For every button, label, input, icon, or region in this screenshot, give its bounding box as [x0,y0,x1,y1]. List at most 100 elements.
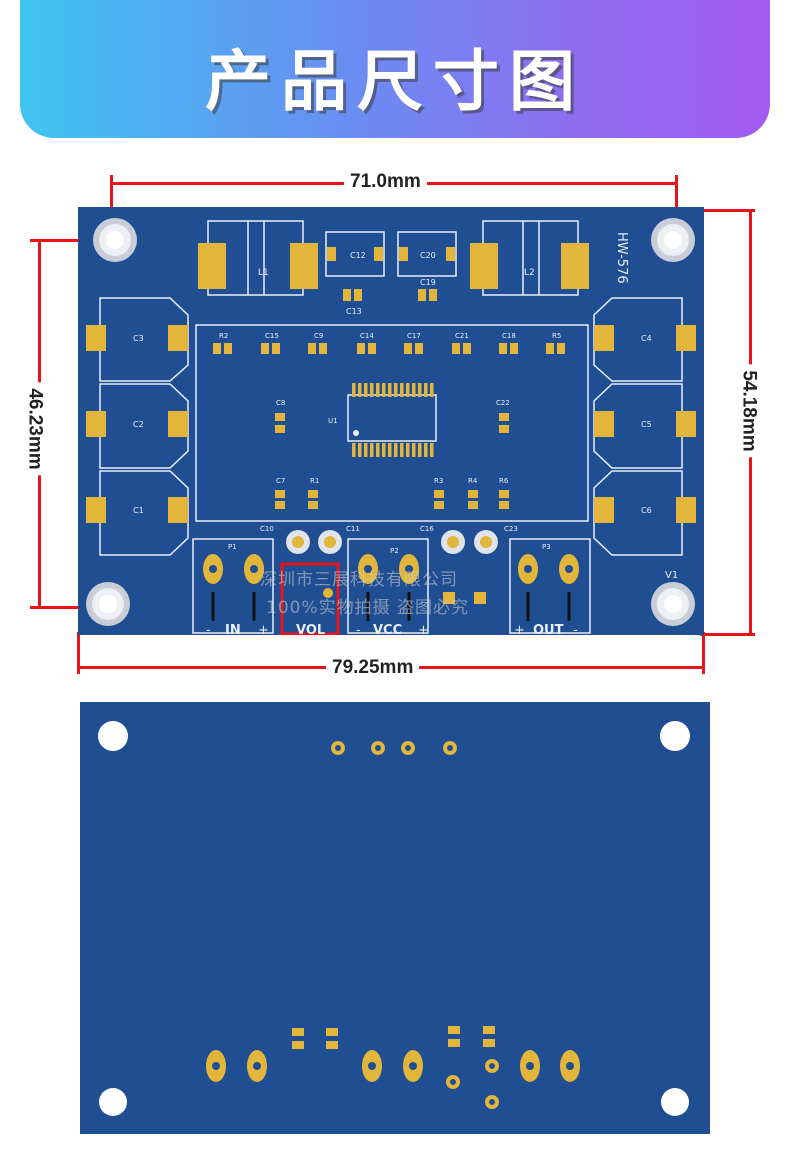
back-vias-bottom [446,1059,499,1109]
chip-pin [406,383,410,397]
label-c10: C10 [260,525,274,533]
terminal-vol-label: VOL [296,623,325,635]
back-hole-bottom-left [99,1088,127,1116]
chip-pin [412,383,416,397]
left-height-label: 46.23mm [23,382,46,476]
chip-pin [424,383,428,397]
chip-pin [400,383,404,397]
chip-pin [370,383,374,397]
title-banner: 产品尺寸图 [20,0,770,138]
left-dim-tick-bottom [30,606,78,609]
chip-pin [388,443,392,457]
chip-pin [358,443,362,457]
back-hole-top-left [98,721,128,751]
cap-c12 [325,231,385,277]
inductor-l2 [470,220,589,296]
pcb-top-svg: L1 L2 C12 C20 C13 C19 HW-576 C3 C2 C1 C4… [86,218,696,638]
terminal-in-label: IN [225,623,241,635]
terminal-out-label: OUT [533,623,564,635]
cap-c5 [593,383,696,469]
label-r5: R5 [552,332,561,340]
label-c13: C13 [346,307,362,316]
label-c12: C12 [350,251,366,260]
chip-pin [430,383,434,397]
chip-pin [352,383,356,397]
chip-pin [352,443,356,457]
chip-pin [394,443,398,457]
bottom-dim-tick-right [702,632,705,674]
connector-p1 [192,538,274,634]
chip-pin [358,383,362,397]
chip-pin [370,443,374,457]
chip-pin [382,383,386,397]
cap-c2 [86,383,189,469]
label-c4: C4 [641,334,652,343]
label-p2: P2 [390,547,399,555]
vol-highlight-box [280,562,340,636]
back-terminal-pads [206,1050,580,1082]
label-u1: U1 [328,417,338,425]
chip-pin [394,383,398,397]
terminal-out-minus: - [573,623,578,635]
chip-pin [364,383,368,397]
mount-hole-top-left [93,218,137,262]
label-r2: R2 [219,332,228,340]
label-r1: R1 [310,477,319,485]
label-r6: R6 [499,477,509,485]
bottom-dim-tick-left [77,632,80,674]
watermark-line-2: 100%实物拍摄 盗图必究 [266,598,470,618]
label-c7: C7 [276,477,285,485]
chip-pin [400,443,404,457]
chip-pin [376,443,380,457]
label-c18: C18 [502,332,516,340]
terminal-vcc-plus: + [418,623,429,635]
chip-pin [430,443,434,457]
label-r3: R3 [434,477,443,485]
chip-pin [406,443,410,457]
back-hole-top-right [660,721,690,751]
cap-c4 [593,297,696,382]
back-vias-top [331,741,457,755]
label-c9: C9 [314,332,323,340]
label-c21: C21 [455,332,469,340]
label-l2: L2 [524,268,535,278]
right-dim-tick-bottom [700,633,755,636]
terminal-vcc-label: VCC [373,623,402,635]
chip-u1-pins [352,383,434,457]
chip-pin [376,383,380,397]
connector-p2 [347,538,429,634]
top-dim-tick-left [110,175,113,220]
page-title: 产品尺寸图 [205,43,585,120]
chip-pin [412,443,416,457]
pcb-top-view: L1 L2 C12 C20 C13 C19 HW-576 C3 C2 C1 C4… [78,207,704,638]
chip-u1 [347,394,437,442]
label-c1: C1 [133,506,144,515]
terminal-in-minus: - [206,623,211,635]
label-p1: P1 [228,543,237,551]
watermark-line-1: 深圳市三展科技有限公司 [260,570,458,590]
pcb-bottom-view [80,702,710,1134]
label-l1: L1 [258,268,269,278]
label-v1: V1 [665,570,678,581]
label-c8: C8 [276,399,285,407]
cap-c1 [86,470,189,556]
terminal-vcc-minus: - [356,623,361,635]
label-c3: C3 [133,334,144,343]
cap-c20 [397,231,457,277]
back-hole-bottom-right [661,1088,689,1116]
back-smd-pads [292,1026,495,1049]
label-c17: C17 [407,332,421,340]
top-dim-tick-right [675,175,678,220]
elec-caps-left [286,530,342,554]
terminal-out-plus: + [514,623,525,635]
mount-hole-bottom-left [86,582,130,626]
chip-pin [424,443,428,457]
chip-pin [388,383,392,397]
mount-hole-bottom-right [651,582,695,626]
cap-c6 [593,470,696,556]
chip-pin [364,443,368,457]
label-c20: C20 [420,251,436,260]
label-c15: C15 [265,332,279,340]
label-c14: C14 [360,332,374,340]
connector-p3 [509,538,591,634]
